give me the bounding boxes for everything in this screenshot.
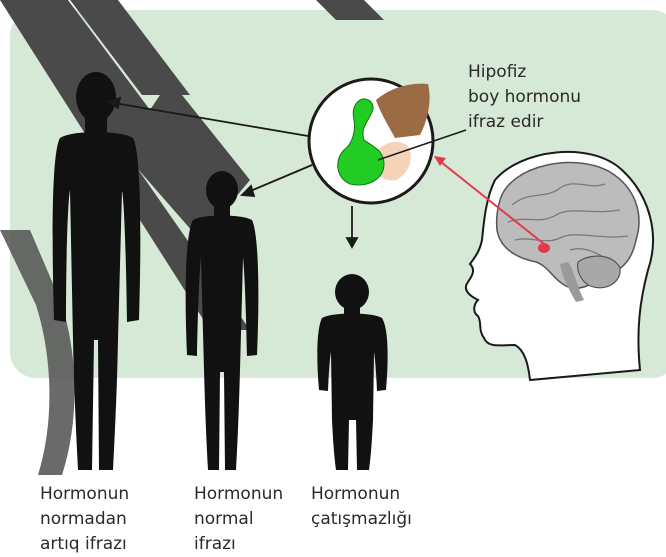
normal-caption: Hormonun normal ifrazı xyxy=(194,482,283,557)
head-profile xyxy=(466,152,653,380)
annotation-line: boy hormonu xyxy=(468,85,581,110)
caption-line: Hormonun xyxy=(311,482,412,507)
pituitary-annotation: Hipofiz boy hormonu ifraz edir xyxy=(468,60,581,135)
pituitary-zoom xyxy=(309,79,433,203)
annotation-line: ifraz edir xyxy=(468,110,581,135)
caption-line: Hormonun xyxy=(40,482,129,507)
caption-line: artıq ifrazı xyxy=(40,532,129,557)
caption-line: normadan xyxy=(40,507,129,532)
caption-line: çatışmazlığı xyxy=(311,507,412,532)
short-caption: Hormonun çatışmazlığı xyxy=(311,482,412,532)
annotation-line: Hipofiz xyxy=(468,60,581,85)
caption-line: normal xyxy=(194,507,283,532)
caption-line: Hormonun xyxy=(194,482,283,507)
caption-line: ifrazı xyxy=(194,532,283,557)
pituitary-location-icon xyxy=(538,243,550,253)
tall-caption: Hormonun normadan artıq ifrazı xyxy=(40,482,129,557)
